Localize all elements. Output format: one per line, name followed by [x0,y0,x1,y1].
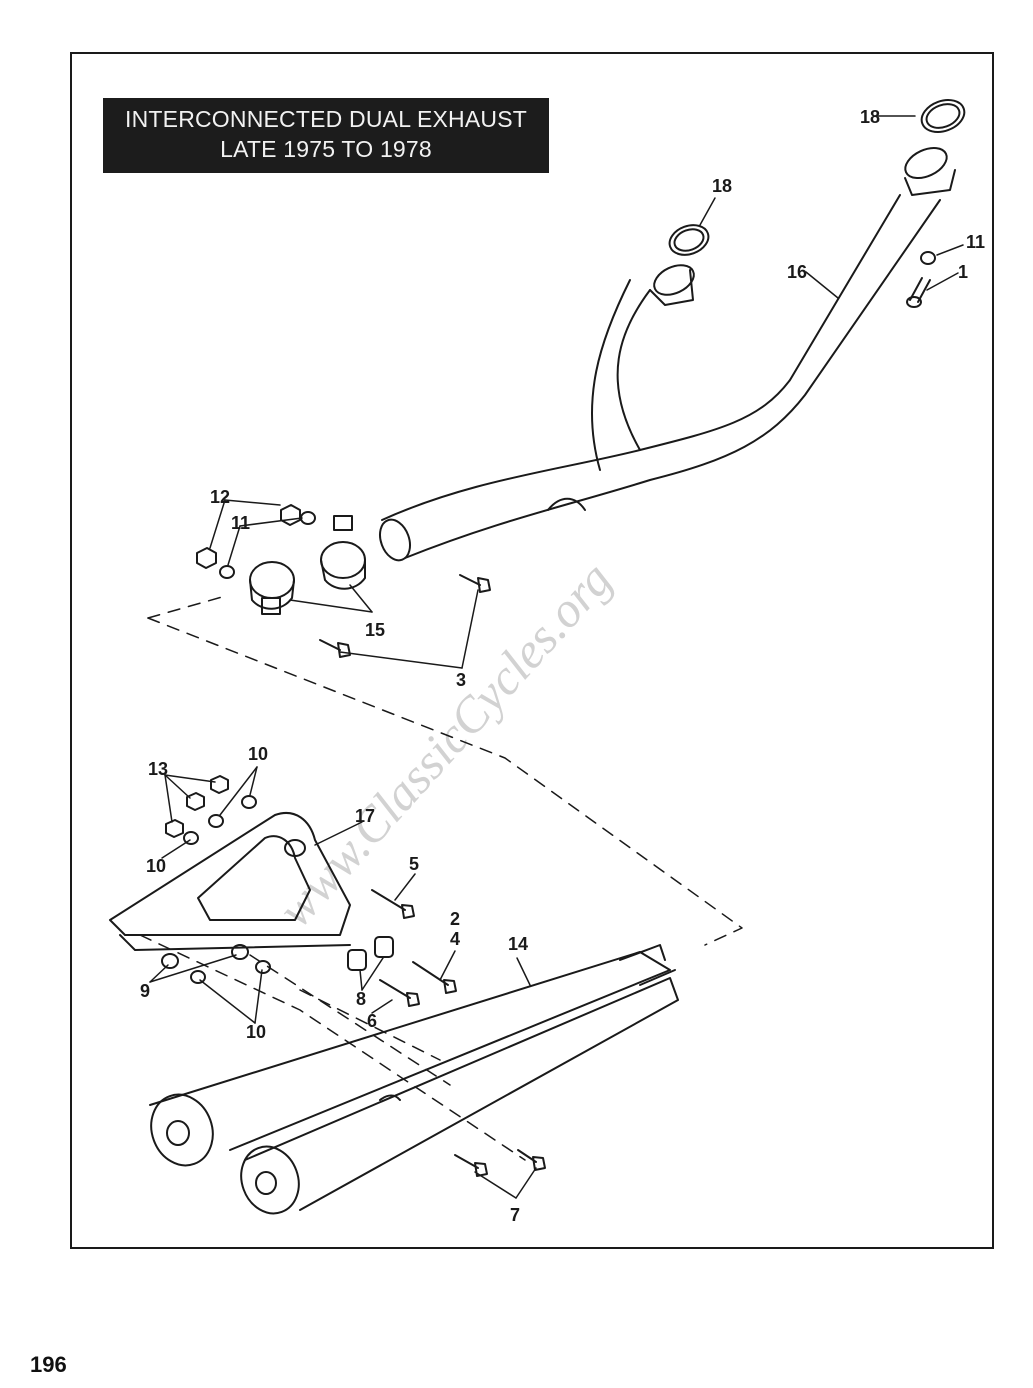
callout-12: 12 [210,487,230,507]
callout-10: 10 [248,744,268,764]
callout-7: 7 [510,1205,520,1225]
exhaust-clamps [249,515,366,615]
callout-3: 3 [456,670,466,690]
callout-6: 6 [367,1011,377,1031]
assembly-lines [139,596,743,1161]
bolt-7-left [454,1154,479,1169]
callout-10: 10 [146,856,166,876]
callout-2: 2 [450,909,460,929]
bolt-4 [412,961,449,986]
callout-9: 9 [140,981,150,1001]
gasket-lower [668,224,710,256]
callout-16: 16 [787,262,807,282]
callout-13: 13 [148,759,168,779]
callout-8: 8 [356,989,366,1009]
callout-14: 14 [508,934,528,954]
diagram-title: INTERCONNECTED DUAL EXHAUST LATE 1975 TO… [103,98,549,173]
bolt-5 [371,889,406,911]
callout-11: 11 [231,513,250,533]
bolt-3-lower [319,639,341,651]
mufflers [149,944,679,1215]
diagram-frame [70,52,994,1249]
title-line-1: INTERCONNECTED DUAL EXHAUST [125,106,527,132]
callout-18: 18 [860,107,880,127]
page-number: 196 [30,1352,67,1377]
lock-washer-icon [920,251,936,265]
watermark: www.ClassicCycles.org [267,551,623,937]
callout-18: 18 [712,176,732,196]
callout-labels: 18 18 11 1 16 12 11 15 3 10 13 17 10 5 2… [140,107,985,1225]
callout-1: 1 [958,262,968,282]
callout-17: 17 [355,806,375,826]
callout-15: 15 [365,620,385,640]
bracket-hardware [161,775,271,984]
callout-5: 5 [409,854,419,874]
callout-10: 10 [246,1022,266,1042]
title-line-2: LATE 1975 TO 1978 [220,136,432,162]
callout-11: 11 [966,232,985,252]
leader-lines [149,115,964,1199]
spacer-icon [347,949,367,971]
callout-4: 4 [450,929,460,949]
exhaust-header-pipe [379,146,956,562]
bolt-3-upper [459,574,481,586]
muffler-bracket [109,812,351,951]
gasket-upper [920,99,966,133]
bolt-6 [379,979,411,999]
